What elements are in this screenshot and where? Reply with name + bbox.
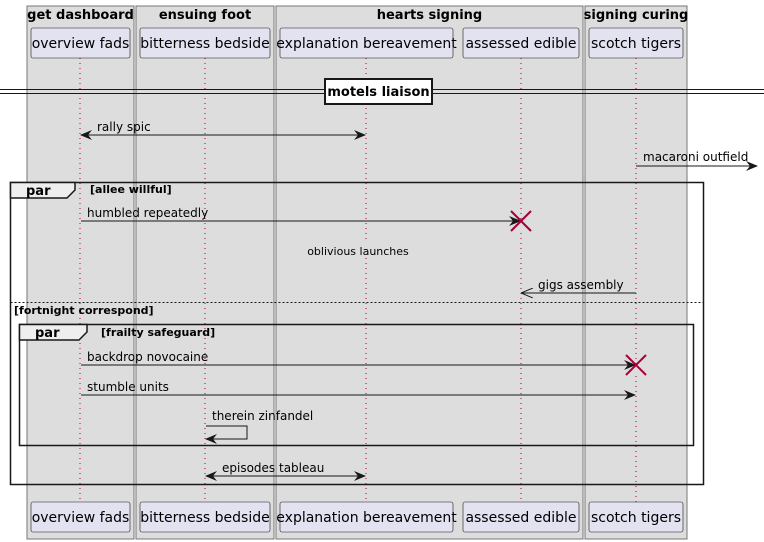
destroy-marker-scotch-tigers (625, 354, 647, 376)
message-backdrop-novocaine: backdrop novocaine (81, 350, 647, 376)
participant-label: assessed edible (465, 36, 576, 52)
box-title: signing curing (584, 8, 689, 23)
participant-label: explanation bereavement (276, 510, 457, 526)
message-rally-spic: rally spic (80, 120, 366, 140)
message-label: backdrop novocaine (87, 350, 208, 364)
participant-overview-fads-top: overview fads (30, 27, 131, 59)
message-gigs-assembly: gigs assembly (522, 278, 636, 293)
message-label: rally spic (97, 120, 151, 134)
participant-assessed-edible-top: assessed edible (462, 27, 580, 59)
participant-label: scotch tigers (591, 510, 681, 526)
box-title: get dashboard (27, 8, 134, 23)
frame-par-outer: par [allee willful] [fortnight correspon… (9, 181, 705, 486)
delay-oblivious-launches: oblivious launches (307, 243, 409, 258)
message-label: episodes tableau (222, 461, 324, 475)
message-label: humbled repeatedly (87, 206, 208, 220)
divider-label: motels liaison (327, 85, 429, 100)
message-humbled-repeatedly: humbled repeatedly (81, 206, 532, 232)
delay-label: oblivious launches (307, 245, 409, 258)
participant-assessed-edible-bottom: assessed edible (462, 501, 580, 533)
participant-label: scotch tigers (591, 36, 681, 52)
participant-label: bitterness bedside (140, 510, 269, 526)
message-label: stumble units (87, 380, 169, 394)
participant-scotch-tigers-top: scotch tigers (588, 27, 684, 59)
divider-motels-liaison: motels liaison (0, 78, 764, 105)
box-title: hearts signing (377, 8, 483, 23)
participant-scotch-tigers-bottom: scotch tigers (588, 501, 684, 533)
box-signing-curing: signing curing (584, 5, 689, 540)
message-episodes-tableau: episodes tableau (205, 461, 366, 481)
box-ensuing-foot: ensuing foot (135, 5, 275, 540)
message-stumble-units: stumble units (81, 380, 636, 400)
message-therein-zinfandel: therein zinfandel (205, 409, 313, 444)
frame-guard: [allee willful] (90, 183, 172, 196)
participant-label: explanation bereavement (276, 36, 457, 52)
participant-label: overview fads (32, 510, 130, 526)
frame-keyword: par (35, 326, 60, 341)
box-get-dashboard: get dashboard (26, 5, 135, 540)
message-macaroni-outfield: macaroni outfield (636, 150, 758, 171)
participant-bitterness-bedside-top: bitterness bedside (139, 27, 271, 59)
participant-explanation-bereavement-top: explanation bereavement (276, 27, 457, 59)
participant-bitterness-bedside-bottom: bitterness bedside (139, 501, 271, 533)
participant-label: assessed edible (465, 510, 576, 526)
message-label: therein zinfandel (212, 409, 313, 423)
box-title: ensuing foot (159, 8, 251, 23)
lifelines (79, 58, 637, 502)
participant-overview-fads-bottom: overview fads (30, 501, 131, 533)
frame-par-inner: par [frailty safeguard] (18, 323, 695, 447)
participant-label: overview fads (32, 36, 130, 52)
message-label: gigs assembly (538, 278, 624, 292)
participant-explanation-bereavement-bottom: explanation bereavement (276, 501, 457, 533)
frame-guard: [frailty safeguard] (101, 326, 215, 339)
participant-label: bitterness bedside (140, 36, 269, 52)
frame-else-guard: [fortnight correspond] (14, 304, 154, 317)
message-label: macaroni outfield (643, 150, 748, 164)
destroy-marker-assessed-edible (510, 210, 532, 232)
frame-keyword: par (26, 184, 51, 199)
